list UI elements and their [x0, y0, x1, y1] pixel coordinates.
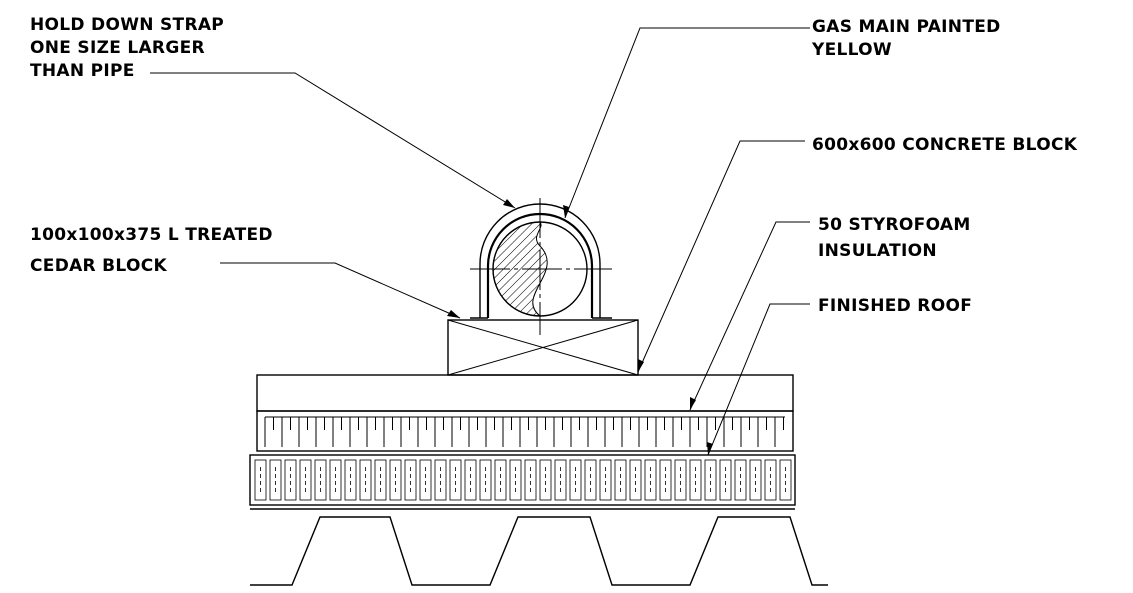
label-cedar-block-2: CEDAR BLOCK — [30, 256, 167, 276]
roof-cell — [419, 459, 432, 501]
roof-cell — [764, 459, 777, 501]
leader-lines — [150, 27, 810, 456]
roof-cell — [464, 459, 477, 501]
label-cedar-block-1: 100x100x375 L TREATED — [30, 225, 273, 245]
label-hold-down-strap-3: THAN PIPE — [30, 61, 135, 81]
label-hold-down-strap-2: ONE SIZE LARGER — [30, 38, 205, 58]
finished-roof-layer — [249, 454, 796, 510]
roof-cell — [299, 459, 312, 501]
roof-cell — [359, 459, 372, 501]
roof-cell — [569, 459, 582, 501]
roof-cell — [494, 459, 507, 501]
concrete-block — [256, 374, 794, 412]
roof-cell — [689, 459, 702, 501]
steel-deck — [250, 516, 828, 586]
roof-cell — [629, 459, 642, 501]
roof-cell — [779, 459, 792, 501]
roof-cell — [479, 459, 492, 501]
label-hold-down-strap-1: HOLD DOWN STRAP — [30, 15, 224, 35]
styrofoam-insulation — [256, 410, 794, 452]
label-finished-roof: FINISHED ROOF — [818, 296, 972, 316]
roof-cell — [434, 459, 447, 501]
roof-cell — [449, 459, 462, 501]
roof-cell — [374, 459, 387, 501]
roof-cell — [734, 459, 747, 501]
roof-cell — [269, 459, 282, 501]
cedar-block — [447, 319, 639, 376]
roof-cell — [599, 459, 612, 501]
roof-cell — [344, 459, 357, 501]
roof-cell — [719, 459, 732, 501]
roof-cell — [509, 459, 522, 501]
roof-cell — [674, 459, 687, 501]
roof-cell — [704, 459, 717, 501]
roof-cell — [254, 459, 267, 501]
roof-cell — [314, 459, 327, 501]
roof-cell — [749, 459, 762, 501]
roof-cell — [389, 459, 402, 501]
roof-cell — [644, 459, 657, 501]
label-concrete-block: 600x600 CONCRETE BLOCK — [812, 135, 1078, 155]
label-gas-main-1: GAS MAIN PAINTED — [812, 17, 1001, 37]
roof-cell — [584, 459, 597, 501]
roof-cell — [329, 459, 342, 501]
roof-cell — [554, 459, 567, 501]
label-gas-main-2: YELLOW — [811, 40, 892, 60]
roof-cell — [524, 459, 537, 501]
roof-cell — [284, 459, 297, 501]
label-styrofoam-2: INSULATION — [818, 241, 937, 261]
pipe-centerlines — [470, 198, 612, 335]
roof-cell — [659, 459, 672, 501]
roof-cell — [614, 459, 627, 501]
roof-cell — [404, 459, 417, 501]
label-styrofoam-1: 50 STYROFOAM — [818, 215, 971, 235]
roof-cell — [539, 459, 552, 501]
